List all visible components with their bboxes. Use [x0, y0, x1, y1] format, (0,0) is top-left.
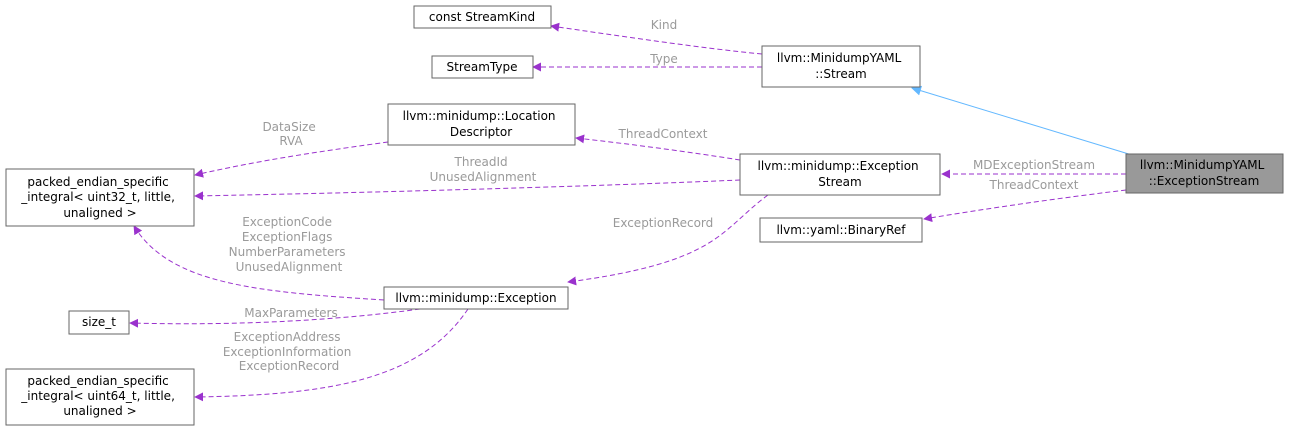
node-location-descriptor[interactable]: llvm::minidump::Location Descriptor	[387, 103, 576, 146]
edge-label-exc-fields-u32: ExceptionCode ExceptionFlags NumberParam…	[229, 215, 350, 274]
edge-label-data-size-rva: DataSize RVA	[262, 120, 319, 148]
node-minidump-exception[interactable]: llvm::minidump::Exception	[383, 286, 569, 310]
edge-label-kind: Kind	[651, 18, 677, 32]
edge-max-parameters	[129, 308, 421, 328]
edge-labels: Kind Type DataSize RVA ThreadContext Thr…	[223, 18, 1095, 373]
node-box	[431, 55, 534, 79]
edge-label-exc-fields-u64: ExceptionAddress ExceptionInformation Ex…	[223, 330, 355, 373]
edge-label-exception-record-ms: ExceptionRecord	[613, 216, 714, 230]
node-box-focus	[1125, 153, 1284, 194]
node-minidump-exception-stream[interactable]: llvm::minidump::Exception Stream	[739, 153, 941, 196]
node-binary-ref[interactable]: llvm::yaml::BinaryRef	[759, 217, 923, 243]
edge-data-size-rva	[194, 141, 389, 178]
node-box	[413, 5, 552, 29]
node-stream-type[interactable]: StreamType	[431, 55, 534, 79]
svg-text:size_t: size_t	[82, 315, 116, 329]
node-size-t[interactable]: size_t	[68, 310, 130, 335]
edges	[129, 22, 1133, 402]
edge-label-type: Type	[649, 52, 678, 66]
svg-text:packed_endian_specific _: packed_endian_specific _integral< uint64…	[20, 374, 178, 418]
edge-exception-record-ms	[567, 194, 769, 286]
edge-label-threadid-unused: ThreadId UnusedAlignment	[430, 155, 537, 184]
node-stream-kind[interactable]: const StreamKind	[413, 5, 552, 29]
edge-exc-fields-u64	[194, 308, 469, 402]
edge-label-thread-context-loc: ThreadContext	[618, 127, 708, 141]
edge-label-thread-context-bin: ThreadContext	[989, 178, 1079, 192]
edge-label-md-exception-stream: MDExceptionStream	[973, 158, 1095, 172]
svg-text:llvm::MinidumpYAML ::Str: llvm::MinidumpYAML ::Stream	[777, 51, 905, 81]
svg-text:StreamType: StreamType	[447, 60, 518, 74]
edge-exc-fields-u32	[133, 225, 385, 301]
node-box	[5, 168, 195, 227]
svg-text:llvm::yaml::BinaryRef: llvm::yaml::BinaryRef	[776, 223, 906, 237]
node-box	[5, 368, 195, 426]
svg-text:packed_endian_specific _: packed_endian_specific _integral< uint32…	[20, 175, 178, 220]
edge-inherit-stream	[911, 85, 1133, 156]
edge-thread-context-loc	[575, 134, 741, 161]
node-yaml-stream[interactable]: llvm::MinidumpYAML ::Stream	[761, 45, 921, 88]
node-box	[739, 153, 941, 196]
svg-text:llvm::MinidumpYAML ::Exc: llvm::MinidumpYAML ::ExceptionStream	[1140, 158, 1268, 188]
node-packed-endian-uint32[interactable]: packed_endian_specific _integral< uint32…	[5, 168, 195, 227]
node-box	[761, 45, 921, 88]
edge-kind	[550, 22, 763, 55]
node-packed-endian-uint64[interactable]: packed_endian_specific _integral< uint64…	[5, 368, 195, 426]
node-box	[68, 310, 130, 335]
svg-text:const StreamKind: const StreamKind	[429, 10, 535, 24]
edge-label-max-parameters: MaxParameters	[244, 306, 338, 320]
edge-threadid-unused	[194, 179, 741, 201]
node-box	[387, 103, 576, 146]
node-box	[759, 217, 923, 243]
svg-text:llvm::minidump::Exception: llvm::minidump::Exception	[395, 291, 556, 305]
node-yaml-exception-stream[interactable]: llvm::MinidumpYAML ::ExceptionStream	[1125, 153, 1284, 194]
edge-thread-context-bin	[923, 189, 1127, 223]
svg-text:llvm::minidump::Location: llvm::minidump::Location Descriptor	[403, 109, 560, 139]
svg-text:llvm::minidump::Exception: llvm::minidump::Exception Stream	[757, 159, 922, 189]
node-box	[383, 286, 569, 310]
